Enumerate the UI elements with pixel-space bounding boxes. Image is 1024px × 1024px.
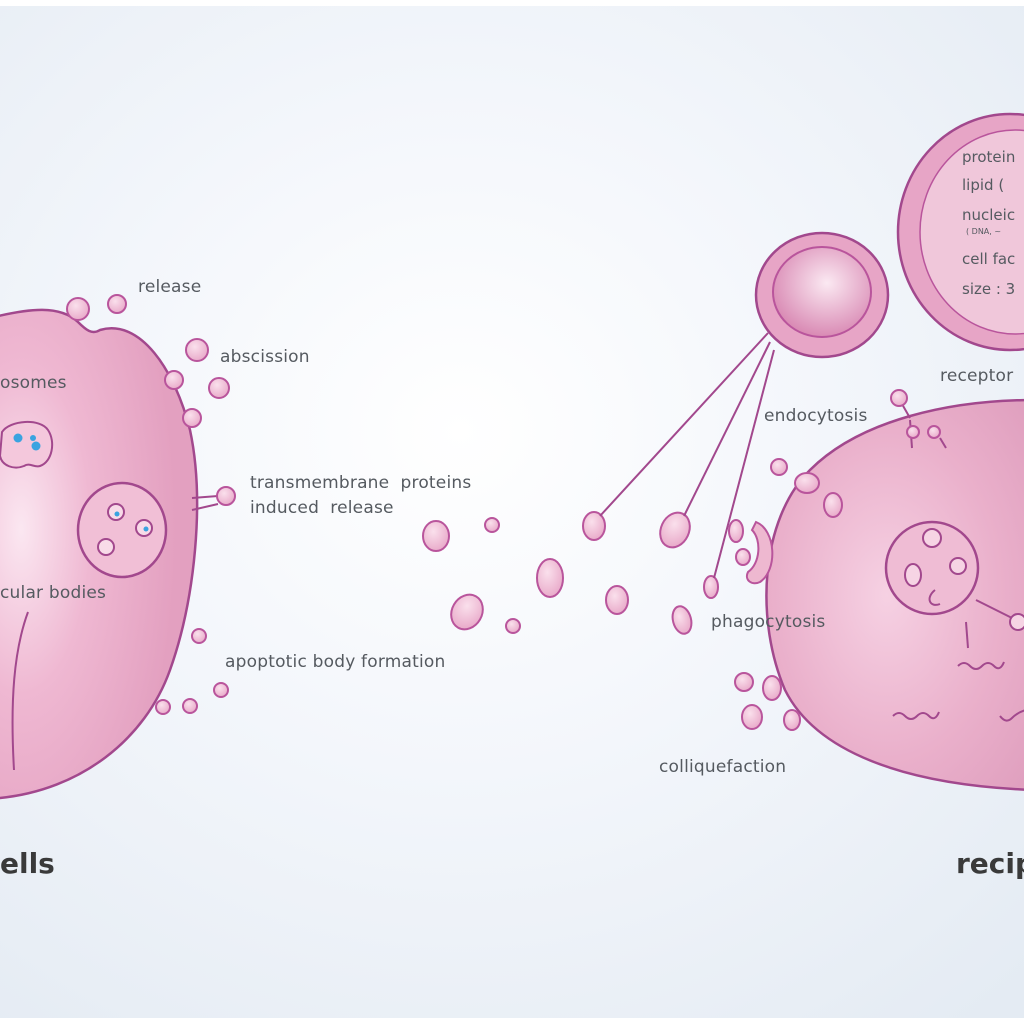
vesicle xyxy=(582,511,606,541)
composition-protein: protein xyxy=(962,148,1015,166)
ev-composition-panel: protein lipid ( nucleic ( DNA, ~ cell fa… xyxy=(896,112,1024,352)
vesicle xyxy=(484,517,500,533)
extracellular-vesicle-detail xyxy=(599,231,890,579)
receptor-vesicle xyxy=(927,425,941,439)
multivesicular-body xyxy=(76,481,168,579)
composition-size: size : 3 xyxy=(962,280,1015,298)
rna-strand xyxy=(892,711,940,720)
recipient-mvb xyxy=(884,520,980,616)
connector-line xyxy=(713,349,775,579)
title-recipient-cells: recip xyxy=(956,847,1024,880)
colliquefaction-vesicle xyxy=(762,675,782,701)
recipient-ilv xyxy=(904,563,922,587)
label-transmembrane-1: transmembrane proteins xyxy=(250,473,471,493)
composition-nucleic-sub: ( DNA, ~ xyxy=(966,227,1001,236)
recipient-ilv xyxy=(949,557,967,575)
transmembrane-vesicle xyxy=(216,486,236,506)
label-endosomes: osomes xyxy=(0,373,67,393)
phagocytosis-vesicle xyxy=(728,519,744,543)
colliquefaction-vesicle xyxy=(734,672,754,692)
recipient-ilv xyxy=(922,528,942,548)
abscission-vesicle xyxy=(185,338,209,362)
apoptotic-body xyxy=(191,628,207,644)
composition-nucleic: nucleic xyxy=(962,206,1015,224)
composition-lipid: lipid ( xyxy=(962,176,1004,194)
endosome-dot xyxy=(30,435,36,441)
vesicle xyxy=(659,511,691,549)
rna-strand xyxy=(957,661,1005,670)
transmembrane-stalk xyxy=(191,495,219,511)
apoptotic-body xyxy=(213,682,229,698)
phagocytosis-cup xyxy=(746,520,774,585)
label-abscission: abscission xyxy=(220,347,310,367)
label-endocytosis: endocytosis xyxy=(764,406,868,426)
receptor-stalk xyxy=(939,437,947,449)
receptor-vesicle xyxy=(890,389,908,407)
connector-line xyxy=(599,332,769,517)
label-release: release xyxy=(138,277,201,297)
receptor-vesicle xyxy=(906,425,920,439)
endocytosis-vesicle xyxy=(823,492,843,518)
vesicle xyxy=(422,520,450,552)
composition-inner xyxy=(919,129,1024,335)
label-phagocytosis: phagocytosis xyxy=(711,612,826,632)
abscission-vesicle xyxy=(182,408,202,428)
ilv-dot xyxy=(114,511,120,517)
connector-line xyxy=(683,341,771,517)
vesicle xyxy=(671,605,693,635)
donor-cell xyxy=(0,294,236,800)
released-vesicle xyxy=(107,294,127,314)
ilv-dot xyxy=(143,526,149,532)
recipient-vesicle xyxy=(1009,613,1024,631)
vesicle xyxy=(450,593,484,631)
composition-cell-factor: cell fac xyxy=(962,250,1015,268)
phagocytosis-vesicle xyxy=(735,548,751,566)
vesicle xyxy=(505,618,521,634)
label-apoptotic: apoptotic body formation xyxy=(225,652,445,672)
labels: release abscission osomes transmembrane … xyxy=(0,277,1024,880)
endosome-dot xyxy=(13,433,23,443)
colliquefaction-vesicle xyxy=(783,709,801,731)
abscission-vesicle xyxy=(164,370,184,390)
intraluminal-vesicle xyxy=(97,538,115,556)
endocytosis-vesicle xyxy=(794,472,820,494)
endosome xyxy=(0,421,54,469)
vesicle xyxy=(605,585,629,615)
label-receptor: receptor xyxy=(940,366,1013,386)
colliquefaction-vesicle xyxy=(741,704,763,730)
vesicle xyxy=(536,558,564,598)
released-vesicle xyxy=(66,297,90,321)
recipient-ilv-curl xyxy=(928,589,941,606)
apoptotic-body xyxy=(155,699,171,715)
label-colliquefaction: colliquefaction xyxy=(659,757,786,777)
title-donor-cells: ells xyxy=(0,847,55,880)
apoptotic-body xyxy=(182,698,198,714)
endocytosis-vesicle xyxy=(770,458,788,476)
receptor-stalk xyxy=(901,403,911,419)
recipient-cell xyxy=(728,389,1024,791)
label-transmembrane-2: induced release xyxy=(250,498,394,518)
rna-strand xyxy=(965,621,969,649)
ev-inner xyxy=(772,246,872,338)
label-multivesicular-bodies: cular bodies xyxy=(0,583,106,603)
extracellular-vesicles xyxy=(422,511,719,635)
cytoskeleton-line xyxy=(11,611,29,771)
endosome-dot xyxy=(31,441,41,451)
vesicle xyxy=(703,575,719,599)
abscission-vesicle xyxy=(208,377,230,399)
recipient-link xyxy=(975,599,1013,619)
rna-strand xyxy=(999,709,1024,722)
